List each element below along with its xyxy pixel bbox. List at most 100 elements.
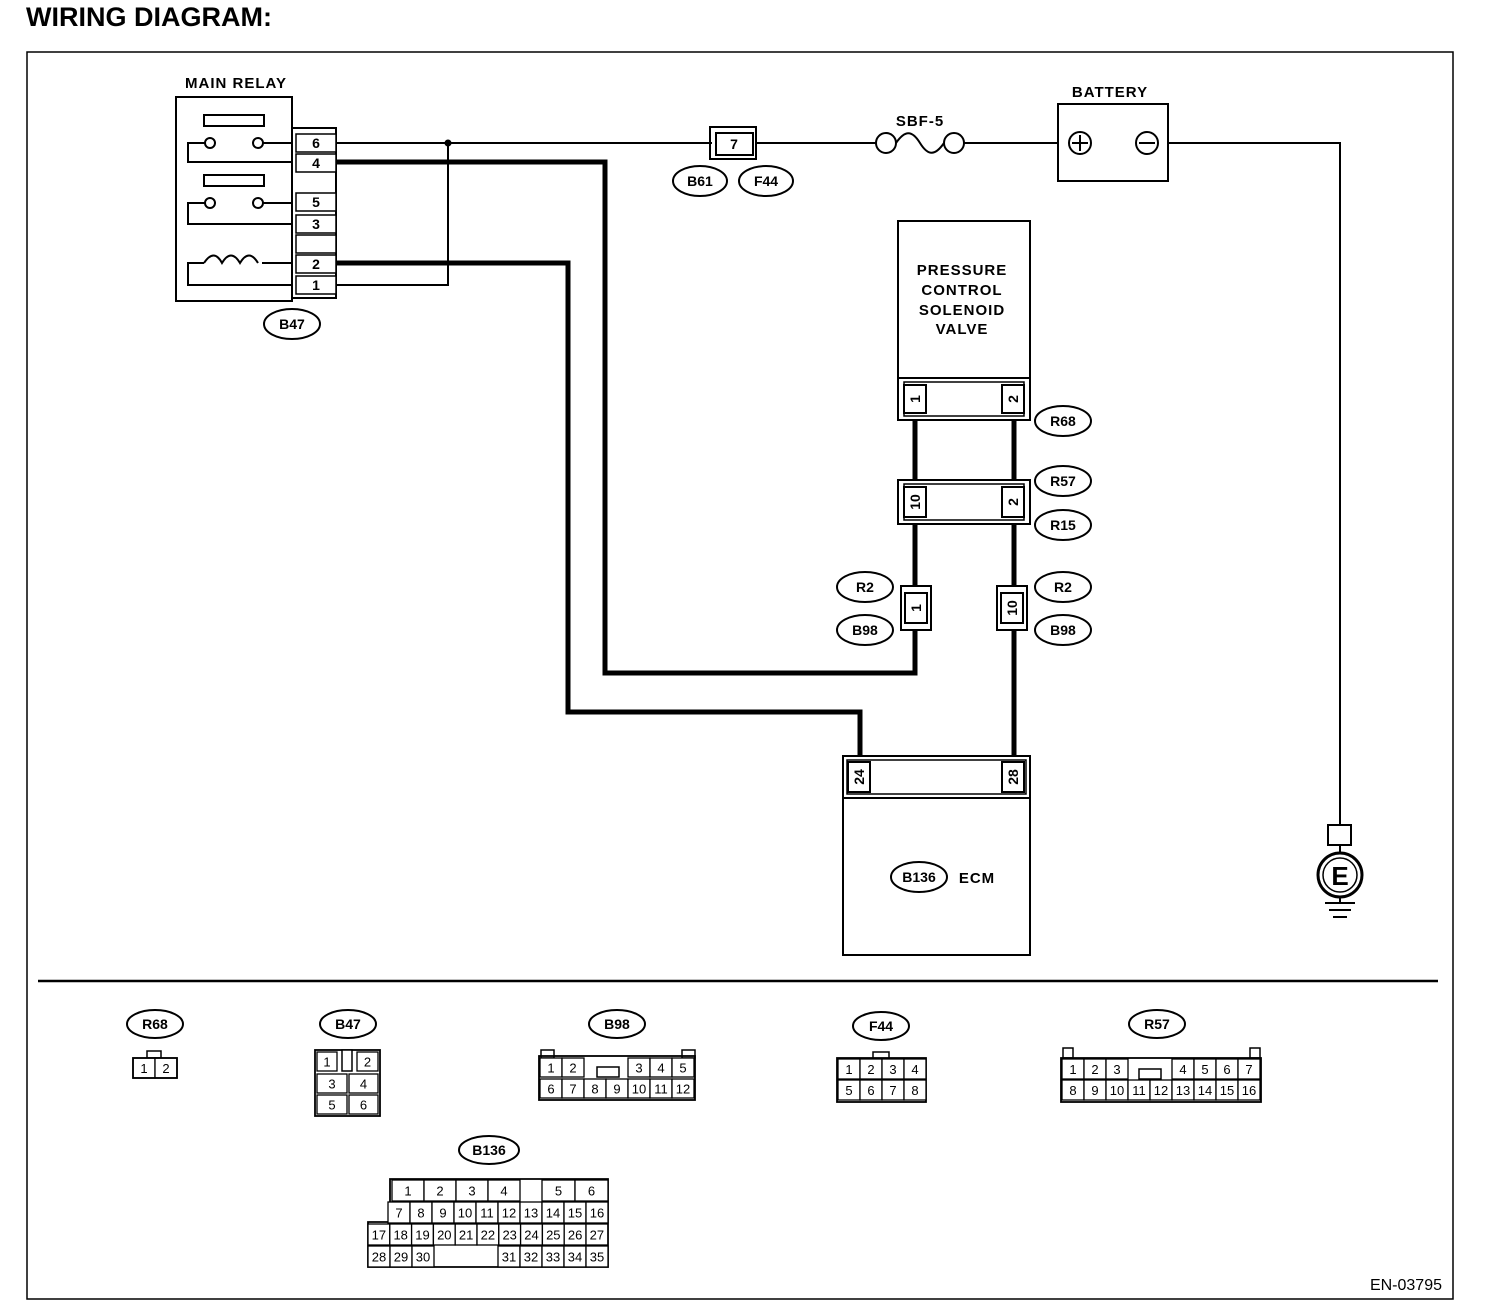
b136-pin-35: 35: [590, 1250, 604, 1265]
b47-pin-cell: [316, 1094, 348, 1115]
r57-pin-14: 14: [1198, 1083, 1212, 1098]
b61-f44-connector: 7 B61 F44: [672, 126, 794, 197]
r68-legend-label: R68: [142, 1016, 168, 1032]
r57-pin-11: 11: [1132, 1083, 1146, 1098]
b136-pin-12: 12: [502, 1206, 516, 1221]
b98-pin-3: 3: [635, 1061, 642, 1076]
b98-right-pin: 10: [1004, 600, 1020, 616]
b136-connector-label: B136: [902, 869, 936, 885]
battery: BATTERY: [1057, 84, 1169, 182]
b47-pin-2: 2: [364, 1055, 371, 1070]
b136-pin-17: 17: [372, 1228, 386, 1243]
b98-left-label: B98: [852, 622, 878, 638]
b47-pin-3: 3: [328, 1077, 335, 1092]
r57-pin-10: 10: [907, 494, 923, 510]
b47-pin-4: 4: [360, 1077, 367, 1092]
r68-legend-badge: [126, 1009, 184, 1039]
b136-pin-27: 27: [590, 1228, 604, 1243]
fuse-label: SBF-5: [896, 113, 944, 130]
b136-legend-badge: [458, 1135, 520, 1165]
wire-relay-pin2-to-ecm-24: [336, 260, 863, 758]
wire-battery-to-ground: [1168, 142, 1341, 825]
b47-pin-cell: [316, 1051, 338, 1072]
b136-pin-29: 29: [394, 1250, 408, 1265]
r2-right-badge: [1034, 571, 1092, 603]
b136-pin-cell: [585, 1223, 609, 1246]
pressure-control-solenoid-valve: PRESSURE CONTROL SOLENOID VALVE 1 2 R68: [897, 220, 1092, 437]
r57-pin-15: 15: [1220, 1083, 1234, 1098]
r57-pin-1: 1: [1069, 1062, 1076, 1077]
b136-pin-4: 4: [500, 1184, 507, 1199]
b136-pin-21: 21: [459, 1228, 473, 1243]
r57-pin-3: 3: [1113, 1062, 1120, 1077]
r68-connector-badge: [1034, 405, 1092, 437]
b47-connector-badge: [263, 308, 321, 340]
f44-pin-6: 6: [867, 1083, 874, 1098]
r2-right-label: R2: [1054, 579, 1072, 595]
solenoid-body: [897, 220, 1031, 379]
battery-label: BATTERY: [1072, 84, 1148, 101]
fuse-sbf5: SBF-5: [875, 113, 965, 154]
ecm-pin-28: 28: [1005, 769, 1021, 785]
b136-pin-2: 2: [436, 1184, 443, 1199]
b136-legend-label: B136: [472, 1142, 506, 1158]
relay-switch-1-contact-b: [252, 137, 264, 149]
main-relay: MAIN RELAY 6 4 5 3 2 1 B47: [175, 75, 337, 340]
relay-switch-1-contact-a: [204, 137, 216, 149]
relay-coil-icon: [187, 254, 292, 286]
r57-connector-badge: [1034, 465, 1092, 497]
b136-pin-cell: [585, 1201, 609, 1224]
relay-switch-2-contact-b: [252, 197, 264, 209]
r68-connector-label: R68: [1050, 413, 1076, 429]
r57-pin-cell: [1237, 1079, 1261, 1101]
b136-pin-cell: [487, 1179, 521, 1202]
f44-pin-3: 3: [889, 1062, 896, 1077]
f44-legend-label: F44: [869, 1018, 893, 1034]
relay-switch-2-contact-a: [204, 197, 216, 209]
b136-pin-6: 6: [588, 1184, 595, 1199]
r57-legend-badge: [1128, 1009, 1186, 1039]
r57-pin-4: 4: [1179, 1062, 1186, 1077]
relay-pin-4: 4: [312, 155, 320, 171]
r57-pin-6: 6: [1223, 1062, 1230, 1077]
b98-r2-connectors: 1 R2 B98 10 R2 B98: [836, 571, 1092, 646]
solenoid-label-line3: SOLENOID: [919, 302, 1005, 319]
b136-pin-cell: [574, 1179, 609, 1202]
r57-legend-label: R57: [1144, 1016, 1170, 1032]
r57-pin-8: 8: [1069, 1083, 1076, 1098]
r2-left-label: R2: [856, 579, 874, 595]
wires: [336, 139, 1341, 825]
diagram-frame: [26, 51, 1454, 1300]
f44-pin-1: 1: [845, 1062, 852, 1077]
b136-pin-30: 30: [416, 1250, 430, 1265]
b98-left-badge: [836, 614, 894, 646]
b47-legend-badge: [319, 1009, 377, 1039]
b47-pin-5: 5: [328, 1098, 335, 1113]
b98-pin-8: 8: [591, 1082, 598, 1097]
b98-pin-6: 6: [547, 1082, 554, 1097]
wire-relay-pin1-feed: [336, 143, 449, 286]
b47-pin-cell: [316, 1073, 348, 1094]
b98-pin-12: 12: [676, 1082, 690, 1097]
r68-pin-1: 1: [140, 1061, 147, 1076]
b136-pin-20: 20: [437, 1228, 451, 1243]
diagram-title: WIRING DIAGRAM:: [26, 2, 272, 32]
ecm-connector-body: [842, 755, 1031, 799]
document-code: EN-03795: [1370, 1277, 1442, 1294]
ecm-label: ECM: [959, 870, 995, 887]
b98-pin-2: 2: [569, 1061, 576, 1076]
f44-connector-badge: [738, 165, 794, 197]
f44-pin-7: 7: [889, 1083, 896, 1098]
b47-pin-cell: [356, 1051, 379, 1072]
b136-pin-22: 22: [481, 1228, 495, 1243]
b98-pin-9: 9: [613, 1082, 620, 1097]
b136-pin-3: 3: [468, 1184, 475, 1199]
b98-pin-cell: [561, 1057, 585, 1078]
b136-pin-31: 31: [502, 1250, 516, 1265]
b136-pin-9: 9: [439, 1206, 446, 1221]
r68-pin-1: 1: [907, 395, 923, 403]
b136-pin-10: 10: [458, 1206, 472, 1221]
b98-pin-4: 4: [657, 1061, 664, 1076]
